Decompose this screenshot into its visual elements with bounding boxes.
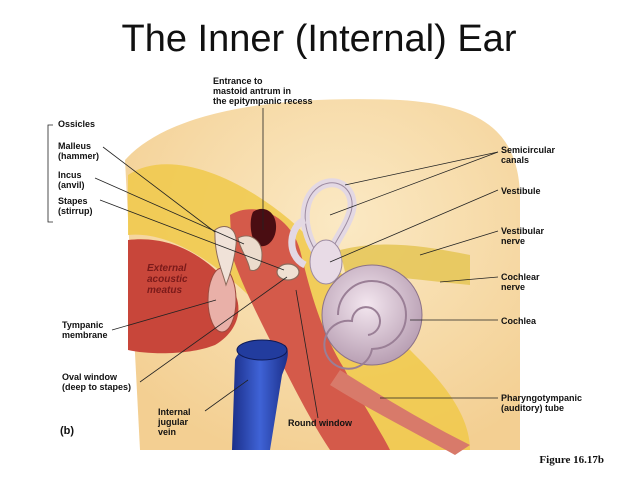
label-internal-jugular-vein: Internal jugular vein [158,407,191,437]
label-oval-window: Oval window (deep to stapes) [62,372,132,392]
external-canal-tissue [128,239,239,354]
malleus-shape [214,226,237,287]
label-ossicles: Ossicles [58,119,96,129]
jugular-vein-shape [232,343,288,450]
label-vestibular-nerve: Vestibular nerve [501,226,545,246]
label-external-acoustic-meatus: External acoustic meatus [147,263,188,296]
figure-reference: Figure 16.17b [539,454,604,466]
nerve-bundle [340,244,470,285]
label-tympanic-membrane: Tympanic membrane [62,320,108,340]
part-label: (b) [60,425,75,437]
auditory-tube-shape [330,370,470,455]
cochlea-shape [321,264,423,366]
label-vestibule: Vestibule [501,186,541,196]
stapes-shape [276,263,300,281]
label-cochlear-nerve: Cochlear nerve [501,272,540,292]
label-incus: Incus (anvil) [58,170,85,190]
incus-shape [237,235,263,271]
tympanic-membrane-shape [207,267,237,333]
page-title: The Inner (Internal) Ear [121,18,517,60]
label-entrance-mastoid-antrum: Entrance to mastoid antrum in the epitym… [213,76,313,106]
label-stapes: Stapes (stirrup) [58,196,93,216]
label-round-window: Round window [288,418,352,428]
label-malleus: Malleus (hammer) [58,141,100,161]
label-cochlea: Cochlea [501,316,537,326]
label-pharyngotympanic-tube: Pharyngotympanic (auditory) tube [501,393,583,413]
label-semicircular-canals: Semicircular canals [501,145,556,165]
vestibule-shape [309,239,343,285]
